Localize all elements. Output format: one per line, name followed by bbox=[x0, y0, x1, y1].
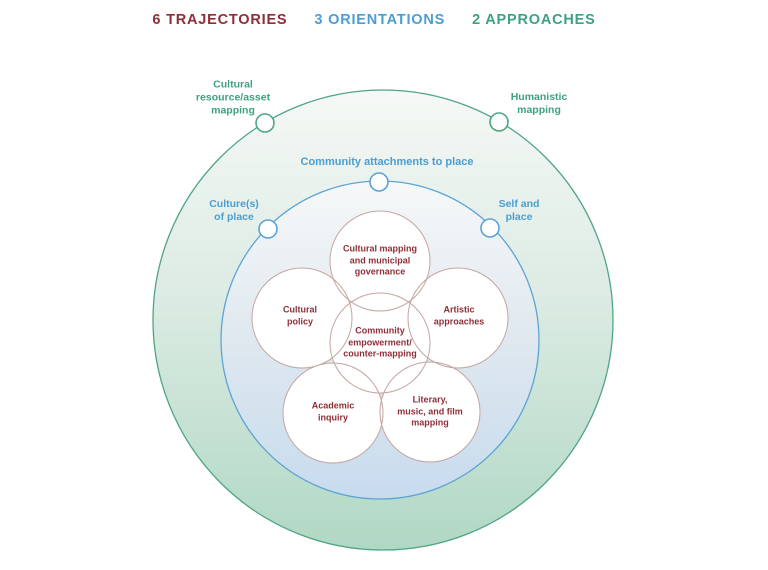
trajectory-label-cultural-mapping-municipal-governance: Cultural mapping and municipal governanc… bbox=[343, 243, 417, 277]
trajectory-circle-policy-outline bbox=[251, 267, 353, 369]
trajectory-circle-empowerment-outline bbox=[329, 292, 431, 394]
trajectory-label-artistic-approaches: Artistic approaches bbox=[433, 304, 485, 326]
orientation-label-community-attachments-to-place: Community attachments to place bbox=[300, 156, 474, 169]
node-self-and-place bbox=[480, 218, 500, 238]
trajectory-circle-policy-fill bbox=[252, 268, 352, 368]
trajectory-label-literary-music-film-mapping: Literary, music, and film mapping bbox=[397, 394, 463, 428]
trajectory-circle-outlines bbox=[251, 210, 509, 464]
trajectory-circle-artistic-outline bbox=[407, 267, 509, 369]
trajectory-circle-literary-fill bbox=[380, 362, 480, 462]
node-community-attachments bbox=[369, 172, 389, 192]
trajectory-label-academic-inquiry: Academic inquiry bbox=[311, 400, 355, 422]
orientations-ring-nodes bbox=[258, 172, 500, 239]
approaches-ring-nodes bbox=[255, 112, 509, 133]
approach-label-humanistic-mapping: Humanistic mapping bbox=[510, 90, 568, 116]
trajectory-circle-fills bbox=[252, 211, 508, 463]
orientation-label-self-and-place: Self and place bbox=[498, 197, 540, 223]
trajectory-label-community-empowerment-counter-mapping: Community empowerment/ counter-mapping bbox=[343, 325, 417, 359]
trajectory-circle-governance-outline bbox=[329, 210, 431, 312]
node-humanistic-mapping bbox=[489, 112, 509, 132]
orientation-label-cultures-of-place: Culture(s) of place bbox=[209, 197, 259, 223]
trajectory-circle-academic-outline bbox=[282, 362, 384, 464]
trajectory-circle-literary-outline bbox=[379, 361, 481, 463]
node-cultures-of-place bbox=[258, 219, 278, 239]
trajectory-circle-artistic-fill bbox=[408, 268, 508, 368]
node-cultural-resource-mapping bbox=[255, 113, 275, 133]
trajectory-label-cultural-policy: Cultural policy bbox=[282, 304, 317, 326]
trajectory-circle-governance-fill bbox=[330, 211, 430, 311]
approach-label-cultural-resource-asset-mapping: Cultural resource/asset mapping bbox=[195, 78, 271, 117]
